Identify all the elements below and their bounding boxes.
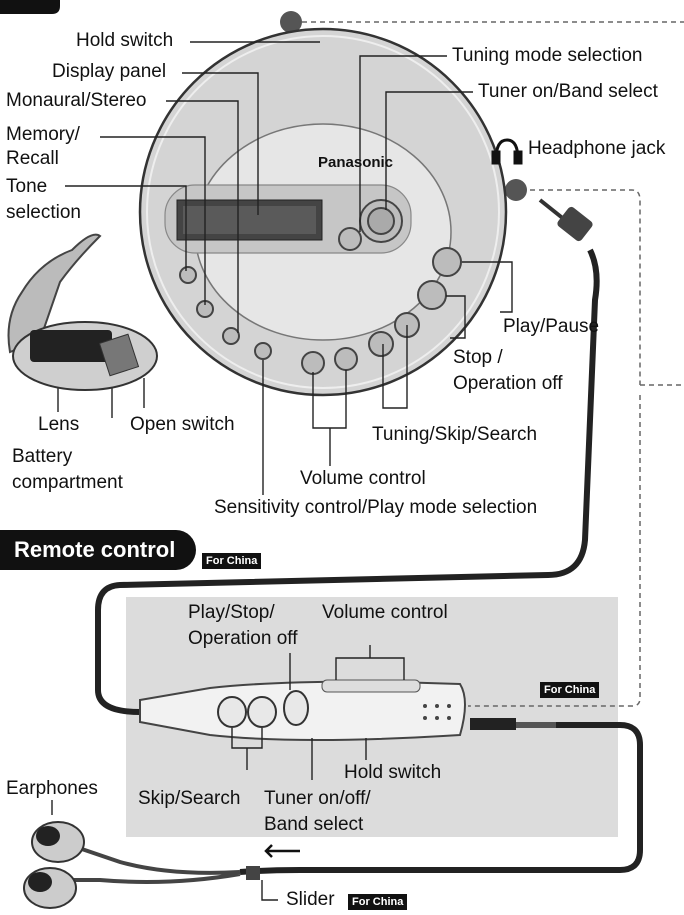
callout-dot-jack (505, 179, 527, 201)
label-battery-line1: Battery (12, 446, 73, 467)
label-tuner-on-band: Tuner on/Band select (478, 81, 658, 102)
label-sensitivity: Sensitivity control/Play mode selection (214, 497, 538, 518)
headphone-icon (491, 138, 523, 165)
label-remote-play-stop-line2: Operation off (188, 628, 298, 649)
label-slider: Slider (286, 889, 335, 910)
label-memory-recall-line2: Recall (6, 148, 59, 169)
label-headphone-jack: Headphone jack (528, 138, 666, 159)
earphone-split (69, 843, 241, 884)
label-tuning-skip-search: Tuning/Skip/Search (372, 424, 538, 445)
brand-logo: Panasonic (318, 154, 394, 171)
device-buttons (179, 199, 462, 375)
region-tag-slider: For China (348, 894, 408, 910)
label-battery-line2: compartment (12, 472, 123, 493)
label-remote-play-stop-line1: Play/Stop/ (188, 602, 275, 623)
label-lens: Lens (38, 414, 80, 435)
label-tone-line2: selection (6, 202, 81, 223)
remote-body (139, 679, 556, 741)
label-tuning-mode: Tuning mode selection (452, 45, 643, 66)
slider-pointer-line (261, 880, 278, 901)
label-memory-recall-line1: Memory/ (6, 124, 80, 145)
battery-compartment-illustration (7, 233, 158, 391)
label-remote-volume-control: Volume control (322, 602, 448, 623)
label-open-switch: Open switch (130, 414, 235, 435)
label-tone-line1: Tone (6, 176, 48, 197)
label-remote-skip-search: Skip/Search (138, 788, 241, 809)
label-stop-line1: Stop / (453, 347, 503, 368)
region-tag-title: For China (202, 553, 262, 569)
label-display-panel: Display panel (52, 61, 167, 82)
dashed-callouts (302, 21, 684, 707)
earphone-cable (239, 722, 643, 875)
slider-knob (246, 866, 260, 880)
slider-arrow-icon (264, 844, 300, 858)
main-pointer-lines (57, 41, 513, 495)
label-remote-tuner-line2: Band select (264, 814, 364, 835)
header-fragment (0, 0, 60, 14)
main-cable (95, 198, 600, 715)
label-remote-hold-switch: Hold switch (344, 762, 442, 783)
label-hold-switch: Hold switch (76, 30, 174, 51)
label-volume-control: Volume control (300, 468, 426, 489)
label-remote-tuner-line1: Tuner on/off/ (264, 788, 371, 809)
label-earphones: Earphones (6, 778, 98, 799)
label-stop-line2: Operation off (453, 373, 563, 394)
cd-player-body (138, 27, 508, 397)
remote-pointer-lines (231, 645, 405, 780)
callout-dot-top (280, 11, 302, 33)
label-play-pause: Play/Pause (503, 316, 600, 337)
region-tag-remote-panel: For China (540, 682, 600, 698)
earbuds-illustration (23, 821, 85, 909)
label-monaural-stereo: Monaural/Stereo (6, 90, 147, 111)
remote-section-title: Remote control (0, 530, 196, 570)
